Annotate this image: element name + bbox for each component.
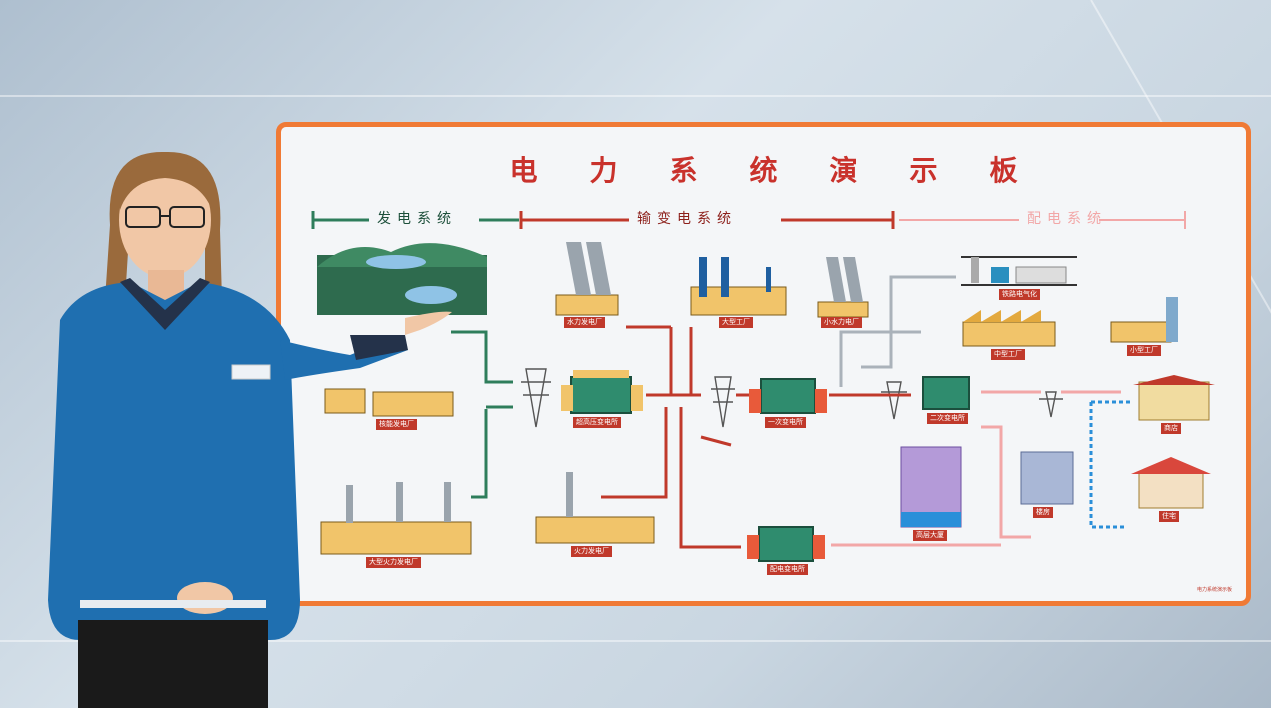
thermal-plant-label: 火力发电厂 (571, 546, 612, 557)
power-system-demo-board: 电力系统演示板 发电系统 输变电系统 配电系统 (276, 122, 1251, 606)
board-footnote: 电力系统演示板 (1196, 587, 1232, 593)
thermal-plant-illustration (535, 472, 655, 544)
medium-factory-label: 中型工厂 (991, 349, 1025, 360)
large-thermal-plant-label: 大型火力发电厂 (366, 557, 421, 568)
primary-substation-illustration (749, 378, 827, 414)
small-hydro-illustration (817, 257, 869, 318)
shop-label: 商店 (1161, 423, 1181, 434)
house-illustration (1131, 457, 1211, 509)
background-line (0, 95, 1271, 97)
hydro-plant-illustration (555, 242, 619, 316)
distribution-system-label: 配电系统 (1027, 211, 1107, 227)
small-factory-label: 小型工厂 (1127, 345, 1161, 356)
background-line (0, 640, 1271, 642)
step-up-substation-illustration (561, 370, 643, 414)
transmission-tower (521, 368, 1063, 428)
residence-label: 住宅 (1159, 511, 1179, 522)
rail-electrification-illustration (961, 256, 1077, 286)
power-flow-diagram (317, 242, 1215, 562)
section-bar (311, 211, 1186, 229)
small-factory-illustration (1110, 297, 1178, 343)
distribution-substation-label: 配电变电所 (767, 564, 808, 575)
office-building-label: 高层大厦 (913, 530, 947, 541)
transmission-system-label: 输变电系统 (637, 211, 737, 227)
building-label: 楼房 (1033, 507, 1053, 518)
medium-factory-illustration (962, 310, 1056, 347)
secondary-substation-illustration (922, 376, 970, 410)
large-thermal-plant-illustration (320, 482, 472, 555)
hydro-plant-label: 水力发电厂 (564, 317, 605, 328)
board-title: 电力系统演示板 (509, 154, 1070, 187)
small-hydro-label: 小水力电厂 (821, 317, 862, 328)
nuclear-plant-label: 核能发电厂 (376, 419, 417, 430)
large-factory-illustration (690, 257, 787, 316)
step-up-substation-label: 超高压变电所 (573, 417, 621, 428)
hydro-landscape-illustration (317, 243, 487, 315)
primary-substation-label: 一次变电所 (765, 417, 806, 428)
apartment-building-illustration (1020, 451, 1074, 505)
secondary-substation-label: 二次变电所 (927, 413, 968, 424)
nuclear-plant-illustration (324, 388, 454, 417)
large-factory-label: 大型工厂 (719, 317, 753, 328)
rail-electrification-label: 铁路电气化 (999, 289, 1040, 300)
office-tower-illustration (900, 446, 962, 528)
shop-illustration (1133, 375, 1215, 421)
generation-system-label: 发电系统 (377, 211, 457, 227)
distribution-substation-illustration (747, 526, 825, 562)
